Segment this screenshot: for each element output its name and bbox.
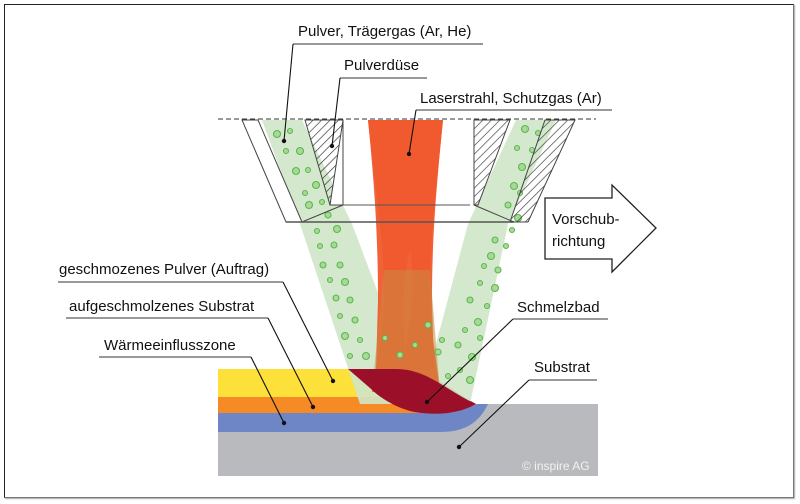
- powder-particle: [438, 336, 446, 344]
- powder-particle: [502, 242, 510, 250]
- powder-particle: [473, 317, 483, 327]
- powder-particle: [286, 127, 294, 135]
- powder-nozzle-label: Pulverdüse: [344, 57, 419, 74]
- powder-particle: [491, 236, 499, 244]
- feed-direction-label-1: Vorschub-: [552, 211, 620, 228]
- copyright-text: © inspire AG: [522, 459, 590, 473]
- powder-particle: [330, 241, 338, 249]
- powder-particle: [301, 189, 309, 197]
- powder-particle: [434, 348, 442, 356]
- feed-direction-arrow: Vorschub- richtung: [544, 183, 657, 274]
- powder-particle: [316, 242, 324, 250]
- powder-particle: [490, 283, 500, 293]
- powder-particle: [318, 198, 326, 206]
- powder-particle: [509, 181, 519, 191]
- label-substrate: Substrat: [456, 359, 597, 450]
- powder-particle: [272, 129, 282, 139]
- powder-particle: [319, 261, 327, 269]
- powder-particle: [361, 351, 371, 361]
- powder-carrier-gas-label: Pulver, Trägergas (Ar, He): [298, 23, 471, 40]
- powder-particle: [454, 341, 462, 349]
- label-melted-substrate: aufgeschmolzenes Substrat: [66, 298, 316, 410]
- powder-particle: [336, 312, 344, 320]
- heat-affected-zone-label: Wärmeeinflusszone: [104, 337, 236, 354]
- powder-particle: [356, 336, 364, 344]
- powder-particle: [467, 352, 477, 362]
- powder-particle: [494, 266, 502, 274]
- powder-particle: [332, 224, 342, 234]
- powder-particle: [311, 180, 321, 190]
- powder-particle: [324, 211, 332, 219]
- powder-particle: [483, 302, 491, 310]
- powder-particle: [504, 201, 512, 209]
- powder-particle: [461, 326, 469, 334]
- powder-particle: [465, 375, 475, 385]
- laser-beam-label: Laserstrahl, Schutzgas (Ar): [420, 90, 602, 107]
- powder-particle: [444, 372, 452, 380]
- powder-particle: [508, 226, 516, 234]
- substrate-label: Substrat: [534, 359, 591, 376]
- powder-particle: [411, 341, 419, 349]
- powder-particle: [517, 162, 527, 172]
- powder-particle: [480, 262, 488, 270]
- label-powder-carrier-gas: Pulver, Trägergas (Ar, He): [281, 23, 483, 144]
- melt-pool-label: Schmelzbad: [517, 299, 600, 316]
- powder-particle: [351, 316, 359, 324]
- powder-particle: [346, 296, 354, 304]
- label-melt-pool: Schmelzbad: [424, 299, 608, 405]
- melted-substrate-label: aufgeschmolzenes Substrat: [69, 298, 255, 315]
- powder-particle: [486, 251, 496, 261]
- powder-particle: [326, 276, 334, 284]
- powder-particle: [424, 321, 432, 329]
- powder-particle: [295, 146, 305, 156]
- powder-particle: [340, 277, 350, 287]
- powder-particle: [476, 279, 484, 287]
- powder-particle: [466, 296, 474, 304]
- powder-particle: [313, 227, 321, 235]
- powder-nozzle: [218, 118, 596, 223]
- powder-particle: [282, 147, 290, 155]
- powder-particle: [513, 144, 521, 152]
- powder-particle: [336, 261, 344, 269]
- label-laser-beam: Laserstrahl, Schutzgas (Ar): [406, 90, 612, 157]
- label-melted-powder: geschmozenes Pulver (Auftrag): [58, 261, 336, 384]
- label-powder-nozzle: Pulverdüse: [329, 57, 427, 149]
- powder-particle: [291, 166, 301, 176]
- powder-particle: [396, 351, 404, 359]
- label-heat-affected-zone: Wärmeeinflusszone: [99, 337, 287, 426]
- powder-particle: [304, 166, 312, 174]
- powder-particle: [340, 331, 350, 341]
- powder-particle: [304, 200, 314, 210]
- powder-particle: [346, 352, 354, 360]
- feed-direction-label-2: richtung: [552, 233, 605, 250]
- powder-particle: [332, 294, 340, 302]
- powder-particle: [381, 334, 389, 342]
- powder-particle: [520, 124, 530, 134]
- melted-powder-label: geschmozenes Pulver (Auftrag): [59, 261, 269, 278]
- powder-particle: [476, 334, 484, 342]
